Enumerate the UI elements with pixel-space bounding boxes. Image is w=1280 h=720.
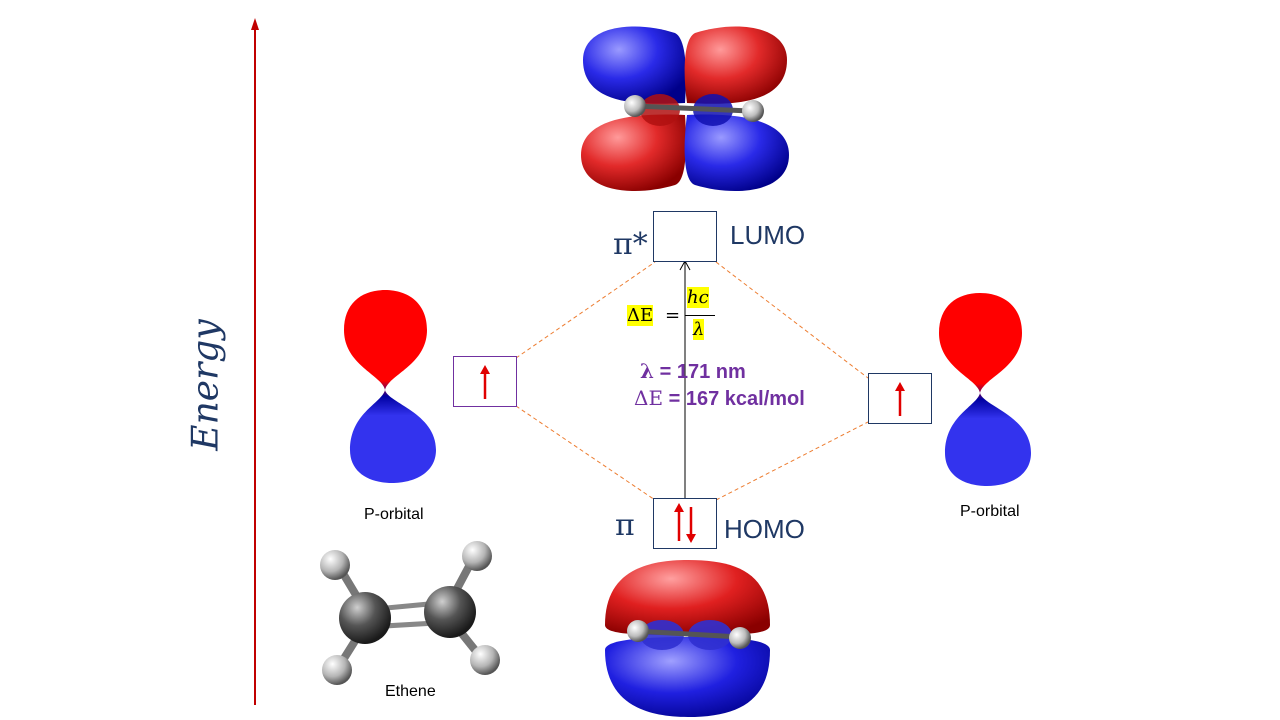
ethene-molecule-image [320,541,500,685]
wavelength-result: λ = 171 nm [640,359,746,384]
electron-pair-icon [674,503,696,543]
energy-result: ΔE = 167 kcal/mol [634,386,805,411]
delta-e-symbol: ΔE [634,386,664,410]
formula-denominator: λ [693,319,705,340]
lambda-value: = 171 nm [659,361,746,383]
energy-axis [251,18,259,705]
pi-symbol: π [615,508,635,543]
delta-e-value: = 167 kcal/mol [668,388,805,410]
formula-fraction-bar [685,315,715,316]
p-orbital-right-image [939,293,1031,486]
electron-up-icon [895,382,905,416]
p-orbital-left-image [344,290,436,483]
p-left-level-box [453,356,517,407]
p-right-level-box [868,373,932,424]
lumo-label: LUMO [730,220,806,250]
formula-numerator: hc [687,287,709,308]
lambda-symbol: λ [640,359,655,383]
lumo-level-box [653,211,717,262]
formula-equals: = [665,305,681,326]
ethene-label: Ethene [385,683,436,700]
pi-star-symbol: π* [613,227,648,262]
energy-formula: ΔE = hc λ [627,285,717,345]
lumo-orbital-image [581,26,789,192]
electron-up-icon [480,365,490,399]
formula-lhs: ΔE [627,305,654,326]
homo-level-box [653,498,717,549]
p-orbital-left-label: P-orbital [364,506,424,523]
homo-label: HOMO [724,514,805,544]
p-orbital-right-label: P-orbital [960,503,1020,520]
homo-orbital-image [605,560,770,717]
